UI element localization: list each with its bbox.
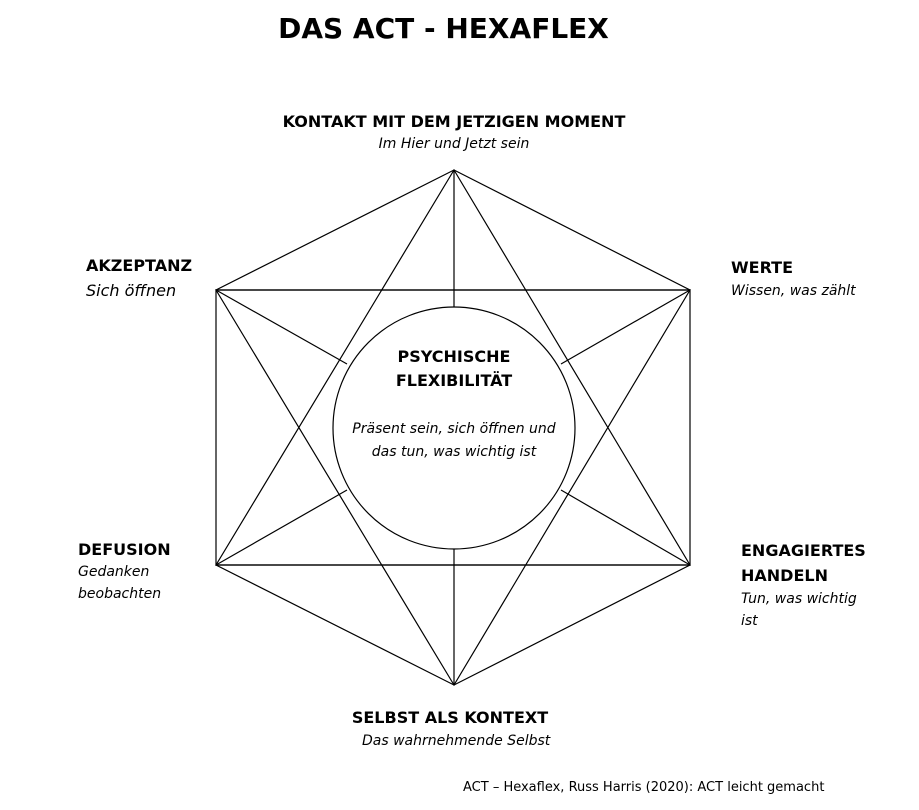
upper-left-heading: AKZEPTANZ (86, 256, 193, 275)
upper-left-sub: Sich öffnen (86, 281, 177, 300)
top-heading: KONTAKT MIT DEM JETZIGEN MOMENT (282, 112, 626, 131)
bottom-sub: Das wahrnehmende Selbst (362, 733, 551, 749)
upper-right-heading: WERTE (731, 258, 794, 277)
lower-left-heading: DEFUSION (78, 540, 171, 559)
lower-right-sub-1: Tun, was wichtig (741, 591, 857, 607)
center-sub-2: das tun, was wichtig ist (371, 444, 537, 460)
star-triangle-down (214, 289, 692, 687)
citation: ACT – Hexaflex, Russ Harris (2020): ACT … (463, 780, 825, 795)
lower-left-sub-1: Gedanken (78, 564, 150, 580)
center-heading-1: PSYCHISCHE (397, 347, 511, 366)
lower-right-heading-2: HANDELN (741, 566, 828, 585)
top-sub: Im Hier und Jetzt sein (378, 136, 530, 152)
lower-left-sub-2: beobachten (78, 586, 162, 602)
spoke-upper-left (215, 289, 348, 365)
spoke-lower-right (560, 489, 691, 566)
star-triangle-up (214, 168, 692, 566)
center-circle (332, 306, 576, 550)
bottom-heading: SELBST ALS KONTEXT (351, 708, 549, 727)
spoke-upper-right (560, 289, 691, 365)
center-heading-2: FLEXIBILITÄT (395, 371, 513, 390)
lower-right-sub-2: ist (741, 613, 758, 629)
title: DAS ACT - HEXAFLEX (278, 12, 609, 45)
lower-right-heading-1: ENGAGIERTES (741, 541, 866, 560)
center-sub-1: Präsent sein, sich öffnen und (352, 421, 556, 437)
spoke-lower-left (215, 489, 348, 566)
upper-right-sub: Wissen, was zählt (731, 283, 856, 299)
